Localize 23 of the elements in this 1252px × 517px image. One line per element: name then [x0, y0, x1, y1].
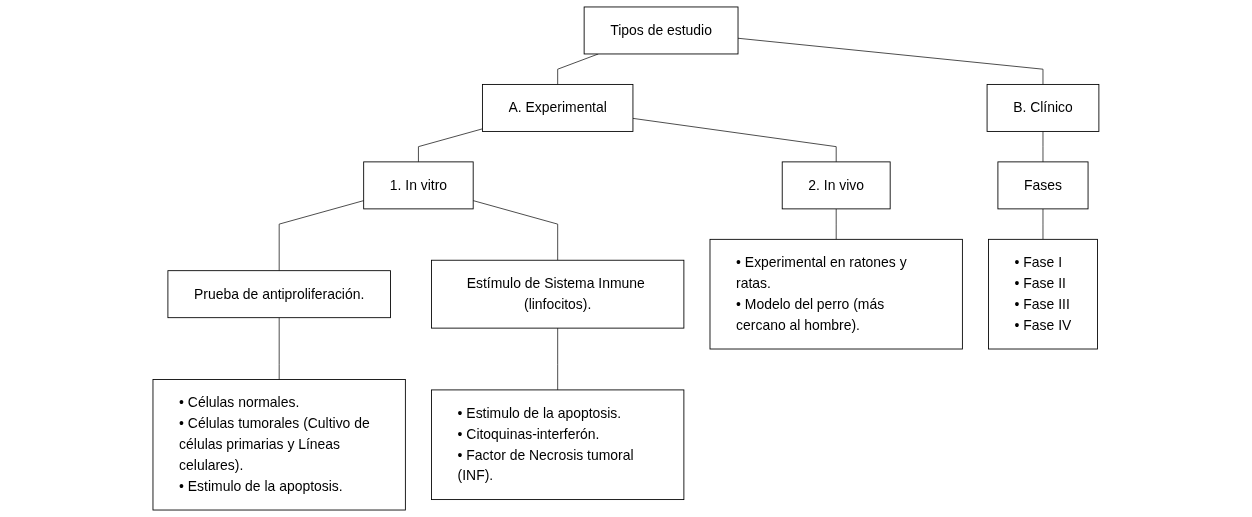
- connector: [557, 53, 599, 85]
- connector: [278, 317, 280, 380]
- node-box: Tipos de estudio: [583, 6, 739, 55]
- node-box: Fases: [997, 161, 1089, 210]
- node-box: • Estimulo de la apoptosis. • Citoquinas-interferón. • Factor de Necrosis tumoral (INF).: [431, 389, 685, 500]
- connector: [278, 200, 365, 272]
- node-box: 1. In vitro: [363, 161, 474, 210]
- connector: [1042, 131, 1044, 163]
- node-box: B. Clínico: [986, 84, 1100, 132]
- node-box: • Fase I • Fase II • Fase III • Fase IV: [988, 238, 1098, 350]
- connector: [557, 327, 559, 391]
- node-box: Estímulo de Sistema Inmune (linfocitos).: [431, 259, 685, 329]
- connector: [1042, 208, 1044, 240]
- connector: [737, 37, 1044, 85]
- node-box: Prueba de antiproliferación.: [167, 270, 391, 319]
- node-box: 2. In vivo: [781, 161, 891, 210]
- connector: [418, 128, 483, 163]
- connector: [632, 117, 837, 163]
- node-box: A. Experimental: [482, 84, 634, 132]
- connector: [835, 208, 837, 240]
- node-box: • Experimental en ratones y ratas. • Modelo del perro (más cercano al hombre).: [709, 238, 963, 350]
- node-box: • Células normales. • Células tumorales (Cultivo de células primarias y Líneas celulares). • Estimulo de la apoptosis.: [152, 379, 406, 511]
- connector: [472, 200, 559, 261]
